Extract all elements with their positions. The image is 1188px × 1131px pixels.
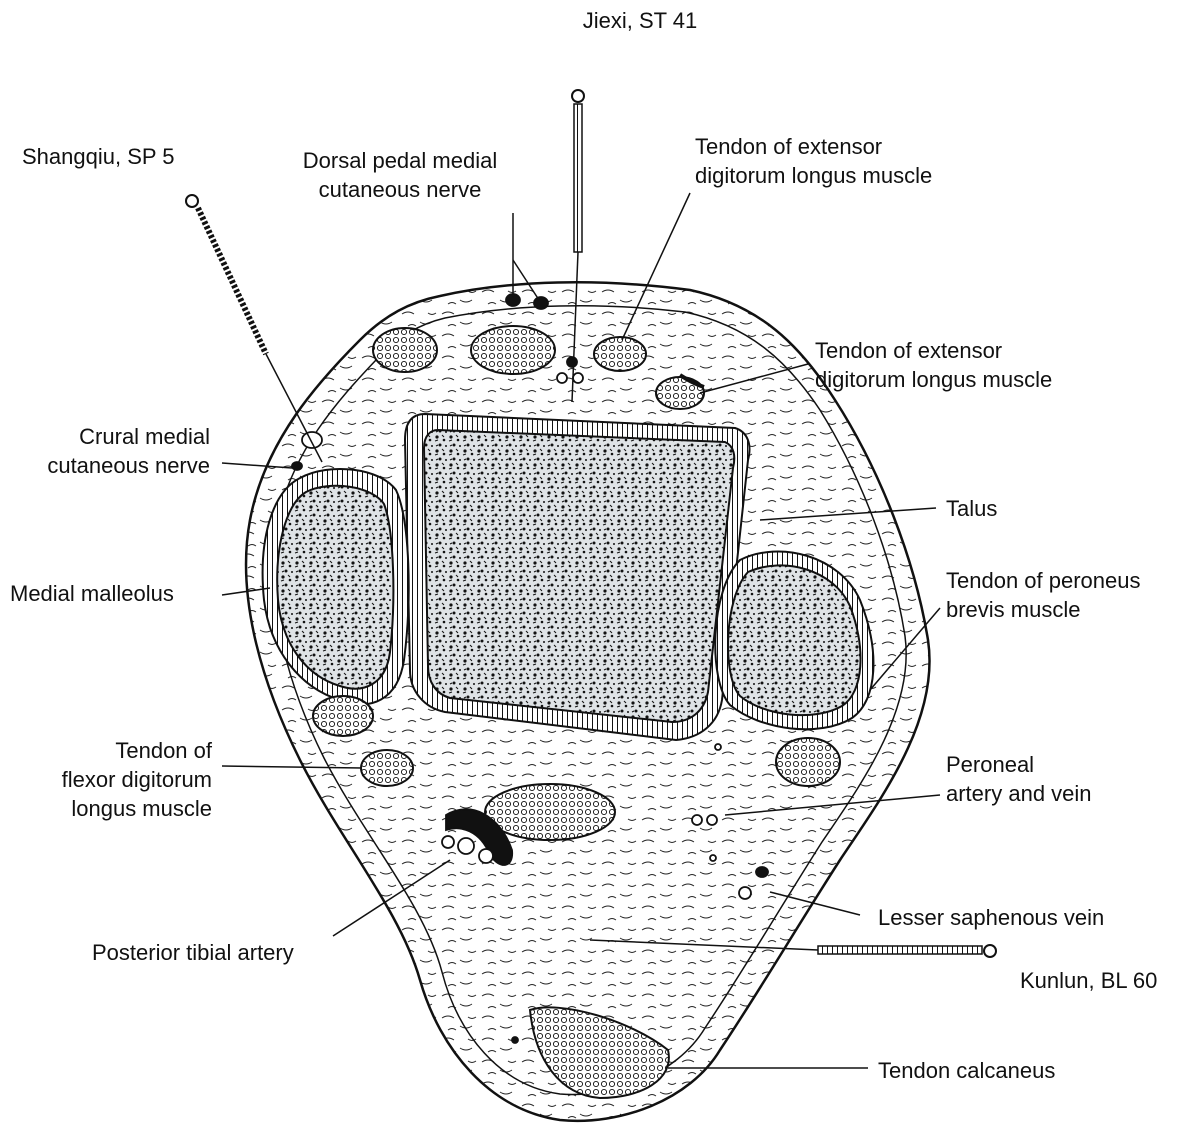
label-kunlun: Kunlun, BL 60 (1020, 966, 1157, 995)
tendon-anterior-tibial (373, 328, 437, 372)
tendon-fdl (361, 750, 413, 786)
label-lesser-saphenous-vein: Lesser saphenous vein (878, 903, 1104, 932)
label-peroneus-brevis: Tendon of peroneus brevis muscle (946, 566, 1141, 624)
label-crural-nerve: Crural medial cutaneous nerve (20, 422, 210, 480)
tendon-extensor-hallucis (471, 326, 555, 374)
tendon-peroneus-brevis (776, 738, 840, 786)
label-edl-tendon-top: Tendon of extensor digitorum longus musc… (695, 132, 932, 190)
tendon-fhl (485, 784, 615, 840)
label-tendon-calcaneus: Tendon calcaneus (878, 1056, 1055, 1085)
label-talus: Talus (946, 494, 997, 523)
label-medial-malleolus: Medial malleolus (10, 579, 174, 608)
label-posterior-tibial-artery: Posterior tibial artery (92, 938, 294, 967)
label-edl-tendon-right: Tendon of extensor digitorum longus musc… (815, 336, 1052, 394)
label-fdl-tendon: Tendon of flexor digitorum longus muscle (20, 736, 212, 823)
label-jiexi: Jiexi, ST 41 (560, 6, 720, 35)
tendon-tibialis-posterior (313, 696, 373, 736)
talus-bone (424, 430, 734, 722)
tendon-edl-top (594, 337, 646, 371)
label-peroneal-vessels: Peroneal artery and vein (946, 750, 1092, 808)
label-dorsal-pedal-nerve: Dorsal pedal medial cutaneous nerve (280, 146, 520, 204)
label-shangqiu: Shangqiu, SP 5 (22, 142, 175, 171)
tendon-edl-right (656, 377, 704, 409)
